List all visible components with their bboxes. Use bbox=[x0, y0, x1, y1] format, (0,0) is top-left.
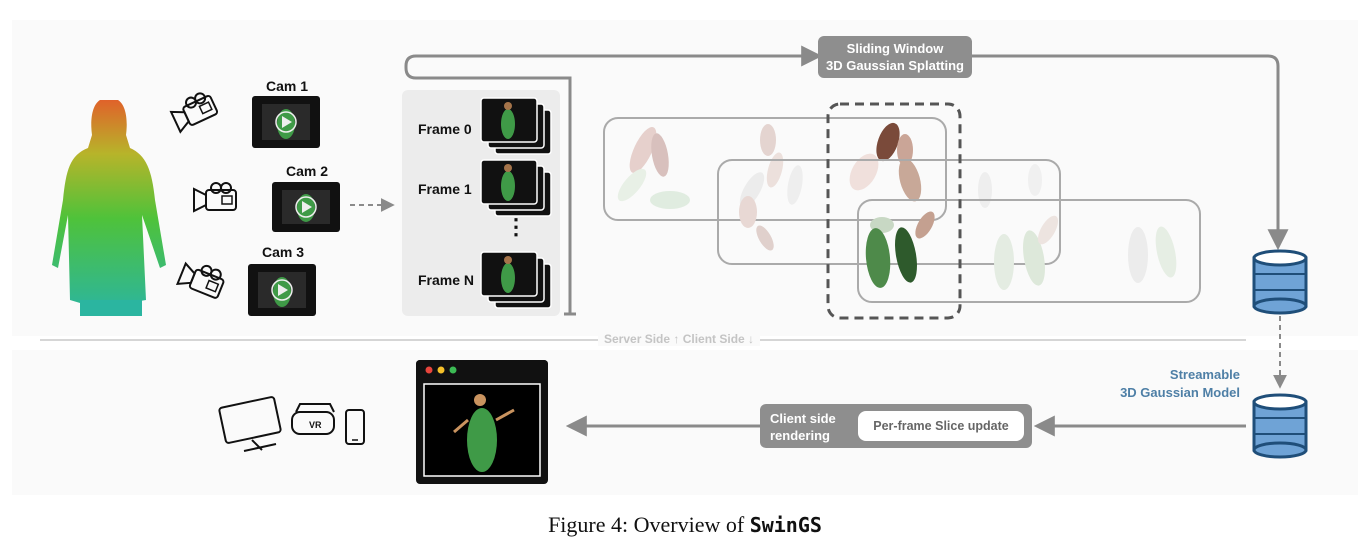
frame-stack-0 bbox=[480, 97, 552, 155]
server-panel bbox=[12, 20, 1358, 336]
frame1-label: Frame 1 bbox=[418, 181, 472, 197]
frameN-label: Frame N bbox=[418, 272, 475, 288]
cam1-label: Cam 1 bbox=[266, 78, 309, 94]
vr-headset-icon: VR bbox=[291, 403, 335, 435]
client-panel bbox=[12, 350, 1358, 495]
server-client-label: Server Side ↑ Client Side ↓ bbox=[598, 332, 761, 346]
current-window-highlight bbox=[826, 102, 962, 320]
frame-stack-1 bbox=[480, 159, 552, 217]
caption-prefix: Figure 4: Overview of bbox=[548, 512, 750, 537]
video-thumbnail-cam1 bbox=[252, 96, 320, 148]
slice-update-box: Per-frame Slice update bbox=[858, 411, 1024, 441]
camcorder-icon bbox=[169, 92, 219, 134]
sliding-window-line2: 3D Gaussian Splatting bbox=[826, 58, 964, 73]
camcorder-icon bbox=[175, 261, 225, 299]
database-icon-client bbox=[1252, 393, 1308, 459]
browser-window bbox=[416, 360, 548, 484]
phone-icon bbox=[345, 409, 365, 445]
cam3-label: Cam 3 bbox=[262, 244, 305, 260]
frame-stack-n bbox=[480, 251, 552, 309]
frames-ellipsis: ⋮ bbox=[505, 214, 527, 239]
streamable-label: Streamable 3D Gaussian Model bbox=[1080, 366, 1240, 402]
window-to-db-arrow bbox=[972, 54, 1289, 251]
streamable-line1: Streamable bbox=[1169, 367, 1240, 382]
frames-to-window-arrow bbox=[404, 45, 823, 314]
gaussian-window-3 bbox=[857, 199, 1201, 303]
caption-name: SwinGS bbox=[749, 513, 822, 537]
client-render-line2: rendering bbox=[770, 428, 830, 443]
frame0-label: Frame 0 bbox=[418, 121, 472, 137]
client-render-line1: Client side bbox=[770, 411, 836, 426]
sliding-window-box: Sliding Window 3D Gaussian Splatting bbox=[818, 36, 972, 78]
gaussian-window-1 bbox=[603, 117, 947, 221]
monitor-icon bbox=[218, 396, 282, 452]
vr-label: VR bbox=[309, 420, 322, 430]
video-thumbnail-cam2 bbox=[272, 182, 340, 232]
video-thumbnail-cam3 bbox=[248, 264, 316, 316]
sliding-window-line1: Sliding Window bbox=[846, 41, 944, 56]
database-icon-server bbox=[1252, 249, 1308, 315]
figure-caption: Figure 4: Overview of SwinGS bbox=[0, 512, 1370, 538]
camcorder-icon bbox=[193, 182, 237, 213]
cam2-label: Cam 2 bbox=[286, 163, 329, 179]
subject-figure bbox=[52, 100, 166, 316]
streamable-line2: 3D Gaussian Model bbox=[1120, 385, 1240, 400]
client-render-box: Client side rendering Per-frame Slice up… bbox=[760, 404, 1032, 448]
